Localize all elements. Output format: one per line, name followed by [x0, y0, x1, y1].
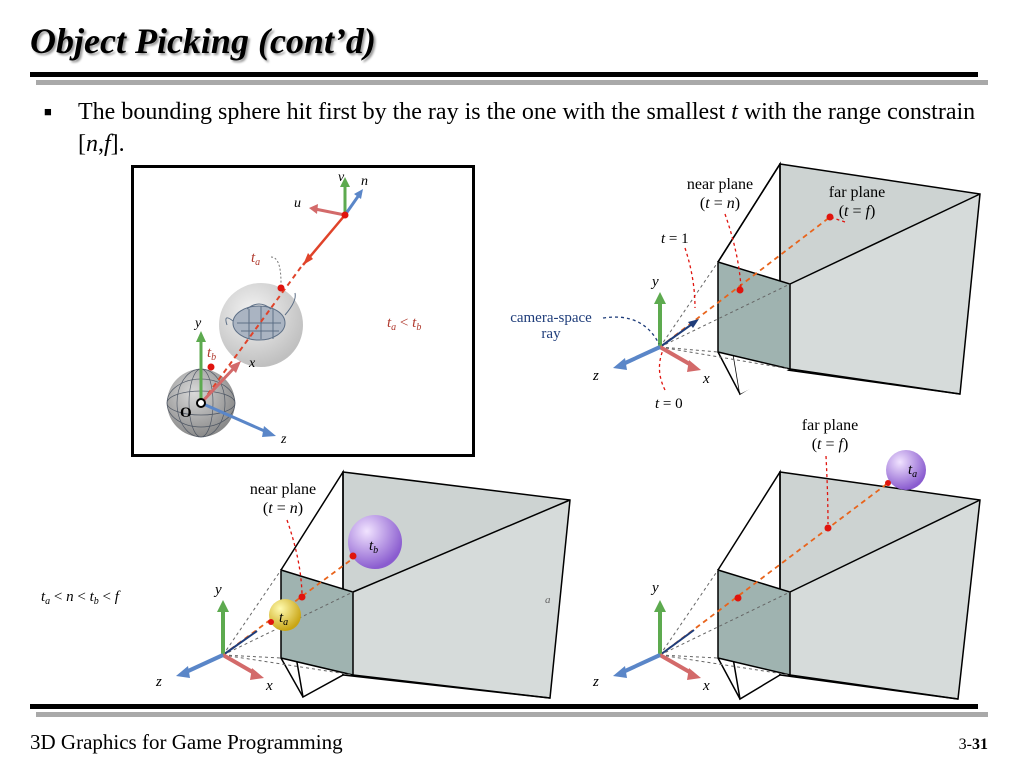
x-label: x — [702, 678, 710, 694]
footer-rule — [30, 704, 978, 709]
y-label: y — [650, 274, 659, 290]
frustum-figure-right: y x z far plane (t = f) ta — [592, 417, 981, 701]
bounding-sphere-figure: v n u ta y x z O tb ta < tb — [131, 165, 475, 457]
z-label: z — [280, 432, 287, 447]
far-hit-point — [826, 213, 834, 221]
u-label: u — [294, 196, 301, 211]
origin-label: O — [180, 405, 192, 421]
sphere-a — [269, 599, 301, 631]
t-equals-0-label: t = 0 — [655, 396, 683, 412]
bullet-point: ■ The bounding sphere hit first by the r… — [44, 98, 984, 160]
ta-hit-point — [885, 480, 891, 486]
sphere-a — [886, 450, 926, 490]
ta-label: ta — [279, 610, 288, 628]
near-hit-point — [734, 594, 742, 602]
interval-relation: ta < n < tb < f — [41, 589, 121, 607]
ta-label: ta — [908, 462, 917, 480]
slide-title: Object Picking (cont’d) — [30, 21, 376, 61]
x-axis — [659, 345, 694, 368]
u-axis — [314, 207, 346, 217]
y-label: y — [213, 582, 222, 598]
tb-label: tb — [369, 538, 378, 556]
far-hit-point — [824, 524, 832, 532]
camera-ray-label-1: camera-space — [510, 310, 592, 326]
ray-dashed — [202, 266, 302, 402]
t-equals-1-label: t = 1 — [661, 231, 689, 247]
z-axis — [185, 653, 224, 674]
z-axis — [200, 401, 270, 435]
x-label: x — [265, 678, 273, 694]
ta-hit-point — [268, 619, 274, 625]
z-label: z — [592, 368, 599, 384]
near-hit-point — [736, 286, 744, 294]
footer-page-number: 3-31 — [958, 736, 988, 753]
tb-label: tb — [207, 345, 216, 363]
teapot-icon — [225, 292, 296, 341]
bullet-square-icon: ■ — [44, 104, 52, 119]
ray-solid — [659, 629, 695, 656]
x-axis — [222, 653, 257, 676]
footer-rule-shadow — [36, 712, 988, 717]
near-plane-eq: (t = n) — [263, 500, 303, 517]
near-plane-label: near plane — [250, 481, 316, 498]
z-axis — [622, 345, 661, 366]
camera-ray-label-2: ray — [541, 326, 561, 342]
stray-mark: a — [545, 594, 551, 606]
z-label: z — [592, 674, 599, 690]
x-label: x — [248, 356, 256, 371]
ray-solid — [222, 630, 258, 656]
title-rule — [30, 72, 978, 77]
ray-arrowhead — [303, 253, 313, 265]
x-axis — [199, 365, 237, 405]
ta-hit-point — [277, 284, 285, 292]
frustum-edges-dashed — [659, 261, 791, 370]
z-label: z — [155, 674, 162, 690]
n-axis — [343, 194, 361, 216]
y-label: y — [650, 580, 659, 596]
tb-hit-point — [349, 552, 357, 560]
camera-ray-solid — [659, 321, 696, 348]
footer-course-title: 3D Graphics for Game Programming — [30, 730, 343, 754]
origin-point — [196, 398, 206, 408]
bullet-text: The bounding sphere hit first by the ray… — [78, 99, 976, 157]
n-label: n — [361, 174, 368, 189]
far-plane-label: far plane — [829, 184, 885, 201]
near-hit-point — [298, 593, 306, 601]
near-plane-eq: (t = n) — [700, 195, 740, 212]
z-axis — [622, 653, 661, 674]
x-label: x — [702, 371, 710, 387]
tb-hit-point — [207, 363, 215, 371]
frustum-figure-left: y x z near plane (t = n) tb ta ta < n < … — [41, 469, 571, 699]
far-plane-eq: (t = f) — [812, 436, 849, 453]
ta-label: ta — [251, 250, 260, 268]
v-label: v — [338, 170, 345, 185]
ta-lt-tb-relation: ta < tb — [387, 315, 421, 333]
near-plane-label: near plane — [687, 176, 753, 193]
frustum-figure-top: y x z near plane (t = n) far plane (t = … — [510, 161, 981, 412]
title-rule-shadow — [36, 80, 988, 85]
sphere-b — [348, 515, 402, 569]
far-plane-label: far plane — [802, 417, 858, 434]
x-axis — [659, 653, 694, 676]
far-plane-eq: (t = f) — [839, 203, 876, 220]
y-label: y — [193, 316, 202, 331]
